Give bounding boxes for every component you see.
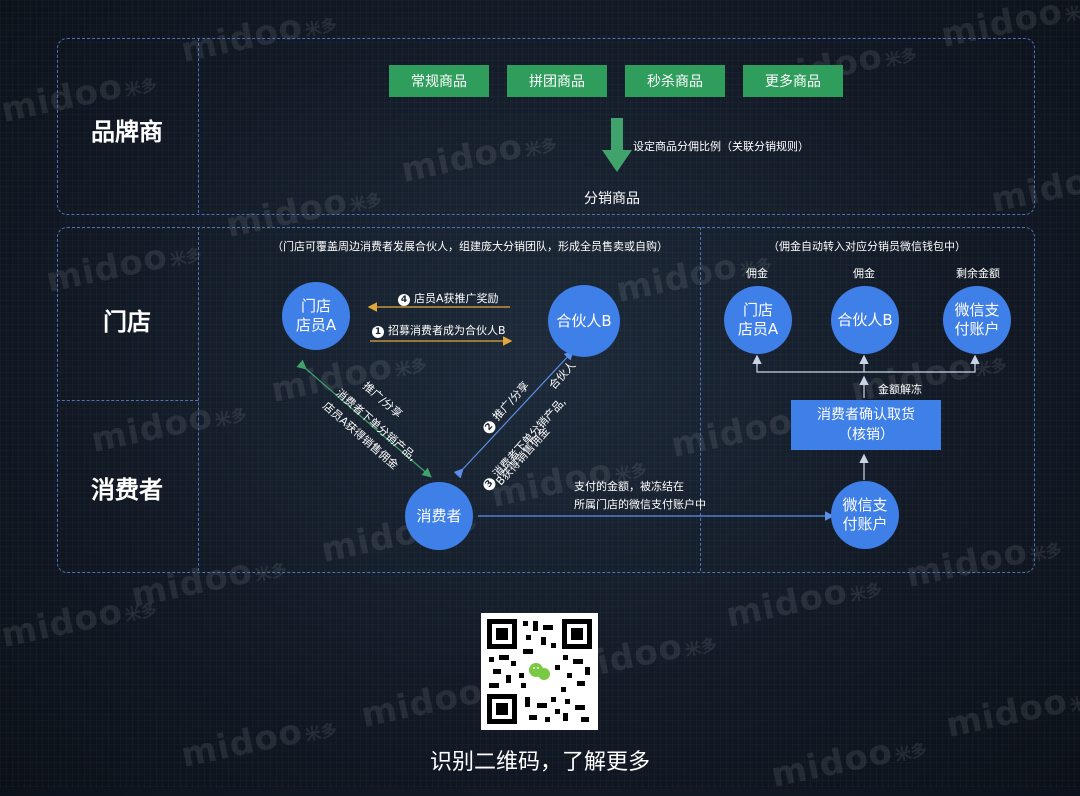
- remaining-amount-label: 剩余金额: [956, 267, 1000, 280]
- commission-label-2: 佣金: [853, 267, 875, 280]
- consumer-partner-arrow: [453, 350, 574, 479]
- node-right-partner: 合伙人B: [831, 286, 899, 354]
- store-note: （门店可覆盖周边消费者发展合伙人，组建庞大分销团队，形成全员售卖或自购）: [272, 240, 668, 253]
- node-right-wechat: 微信支 付账户: [943, 286, 1011, 354]
- goods-down-arrow: [602, 118, 632, 172]
- node-wechat-pay: 微信支 付账户: [831, 481, 899, 549]
- payment-label-2: 所属门店的微信支付账户中: [574, 498, 706, 511]
- qr-pattern: [487, 619, 592, 724]
- brand-lane-divider: [198, 38, 199, 213]
- commission-label-1: 佣金: [746, 267, 768, 280]
- distribution-bracket: [756, 360, 976, 373]
- lane-label-consumer: 消费者: [91, 476, 163, 504]
- node-store-clerk: 门店 店员A: [282, 282, 350, 350]
- goods-regular: 常规商品: [389, 65, 489, 97]
- lane-label-brand: 品牌商: [91, 118, 163, 146]
- node-right-clerk: 门店 店员A: [724, 286, 792, 354]
- lane-divider: [198, 227, 199, 571]
- commission-divider: [700, 227, 701, 571]
- confirm-pickup-box: 消费者确认取货（核销）: [791, 400, 941, 450]
- node-consumer: 消费者: [405, 482, 473, 550]
- goods-more: 更多商品: [743, 65, 843, 97]
- clerk-consumer-arrow: [296, 359, 432, 478]
- unfreeze-label: 金额解冻: [878, 383, 922, 396]
- qr-caption: 识别二维码，了解更多: [429, 750, 650, 775]
- node-partner-b: 合伙人B: [548, 285, 620, 357]
- goods-flash-sale: 秒杀商品: [625, 65, 725, 97]
- commission-note: （佣金自动转入对应分销员微信钱包中）: [768, 240, 966, 253]
- goods-group-buy: 拼团商品: [507, 65, 607, 97]
- payment-label-1: 支付的金额，被冻结在: [574, 480, 684, 493]
- qr-code[interactable]: wechat-icon: [481, 613, 598, 730]
- commission-rule-label: 设定商品分佣比例（关联分销规则）: [633, 140, 809, 153]
- distribution-goods-label: 分销商品: [584, 191, 640, 207]
- brand-lane: [57, 38, 1035, 215]
- lane-label-store: 门店: [103, 308, 151, 336]
- store-consumer-divider: [57, 400, 198, 401]
